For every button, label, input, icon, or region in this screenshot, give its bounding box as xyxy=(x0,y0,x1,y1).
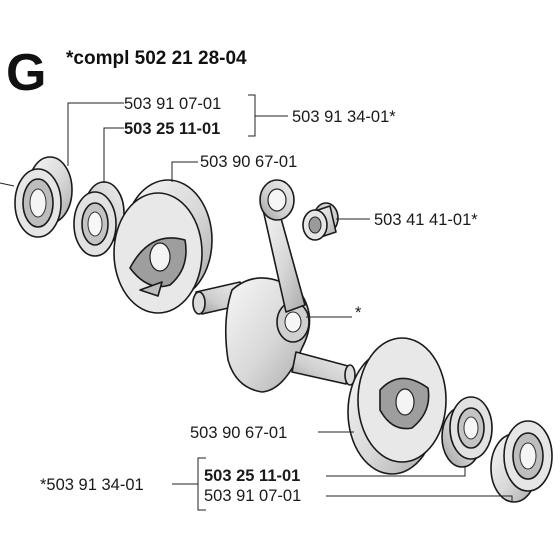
crankshaft xyxy=(192,277,356,393)
label-needle-bearing: 503 41 41-01* xyxy=(374,211,478,229)
upper-oil-seal xyxy=(0,156,73,238)
label-upper-seal: 503 91 07-01 xyxy=(124,95,221,113)
label-upper-group: 503 91 34-01* xyxy=(292,108,396,126)
label-upper-flywheel-half: 503 90 67-01 xyxy=(200,153,297,171)
lower-flywheel-half xyxy=(347,337,447,475)
leader-lines xyxy=(67,94,513,511)
upper-ball-bearing xyxy=(73,181,125,257)
label-lower-bearing: 503 25 11-01 xyxy=(204,467,300,485)
needle-bearing xyxy=(302,202,339,241)
connecting-rod xyxy=(259,179,306,313)
label-lower-group: *503 91 34-01 xyxy=(40,476,144,494)
label-lower-seal: 503 91 07-01 xyxy=(204,487,301,505)
label-upper-bearing: 503 25 11-01 xyxy=(124,120,220,138)
assembly-title: *compl 502 21 28-04 xyxy=(66,48,247,69)
label-lower-flywheel-half: 503 90 67-01 xyxy=(190,424,287,442)
upper-flywheel-half xyxy=(113,179,213,314)
lower-oil-seal xyxy=(490,420,553,503)
lower-ball-bearing xyxy=(441,396,493,468)
label-crankshaft-star: * xyxy=(355,304,362,322)
section-letter: G xyxy=(6,44,46,102)
